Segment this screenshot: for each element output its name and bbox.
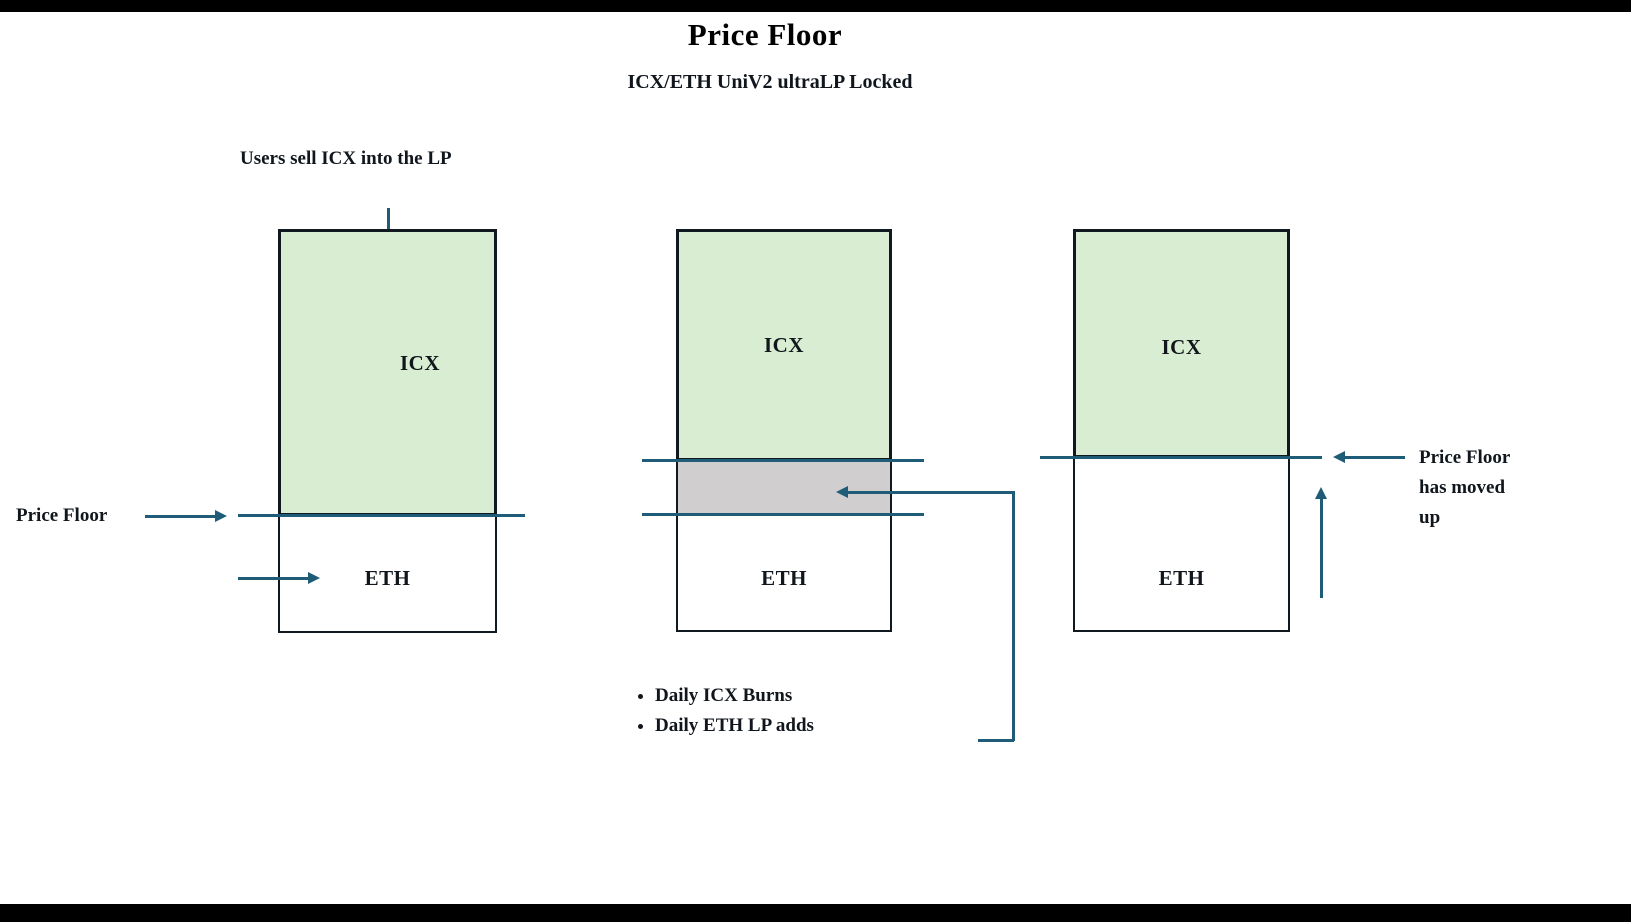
right-box-icx-label: ICX: [1161, 335, 1202, 359]
moved-label-line3: up: [1419, 507, 1441, 528]
left-box-eth-label: ETH: [364, 566, 411, 590]
up-arrow-shaft: [1320, 498, 1323, 598]
moved-arrow-shaft: [1345, 456, 1405, 459]
eth-arrow-head-right-icon: [308, 571, 320, 584]
middle-lower-floor-line: [642, 513, 924, 516]
list-item: Daily ICX Burns: [655, 681, 814, 711]
bottom-black-bar: [0, 904, 1631, 922]
right-box-eth-label: ETH: [1158, 566, 1205, 590]
up-arrow-head-icon: [1314, 487, 1327, 499]
burn-connector-vertical: [1012, 491, 1015, 741]
middle-box-icx-label: ICX: [763, 333, 804, 357]
price-floor-arrow-shaft: [145, 515, 215, 518]
left-box-icx-area: [278, 229, 497, 516]
daily-actions-list: Daily ICX Burns Daily ETH LP adds: [633, 681, 814, 741]
top-black-bar: [0, 0, 1631, 12]
moved-arrow-head-left-icon: [1333, 450, 1345, 463]
middle-upper-floor-line: [642, 459, 924, 462]
burn-connector-foot: [978, 739, 1014, 742]
burn-connector-horizontal: [848, 491, 1014, 494]
burn-band-arrow-head-left-icon: [836, 485, 848, 498]
left-price-floor-line: [238, 514, 525, 517]
price-floor-moved-label: Price Floor has moved up: [1419, 443, 1510, 533]
middle-box-eth-label: ETH: [761, 566, 807, 590]
page-title: Price Floor: [687, 17, 843, 52]
middle-box-eth-area: [676, 515, 892, 632]
right-box-eth-area: [1073, 458, 1290, 632]
moved-label-line1: Price Floor: [1419, 447, 1511, 468]
price-floor-label: Price Floor: [16, 505, 108, 526]
page-subtitle: ICX/ETH UniV2 ultraLP Locked: [627, 71, 913, 93]
eth-arrow-shaft: [238, 577, 308, 580]
list-item: Daily ETH LP adds: [655, 711, 814, 741]
users-sell-label: Users sell ICX into the LP: [240, 148, 452, 169]
right-box-icx-area: [1073, 229, 1290, 458]
right-price-floor-line: [1040, 456, 1322, 459]
left-box-icx-label: ICX: [400, 351, 441, 375]
moved-label-line2: has moved: [1419, 477, 1506, 498]
price-floor-arrow-head-right-icon: [215, 509, 227, 522]
middle-box-burn-band: [676, 461, 892, 515]
